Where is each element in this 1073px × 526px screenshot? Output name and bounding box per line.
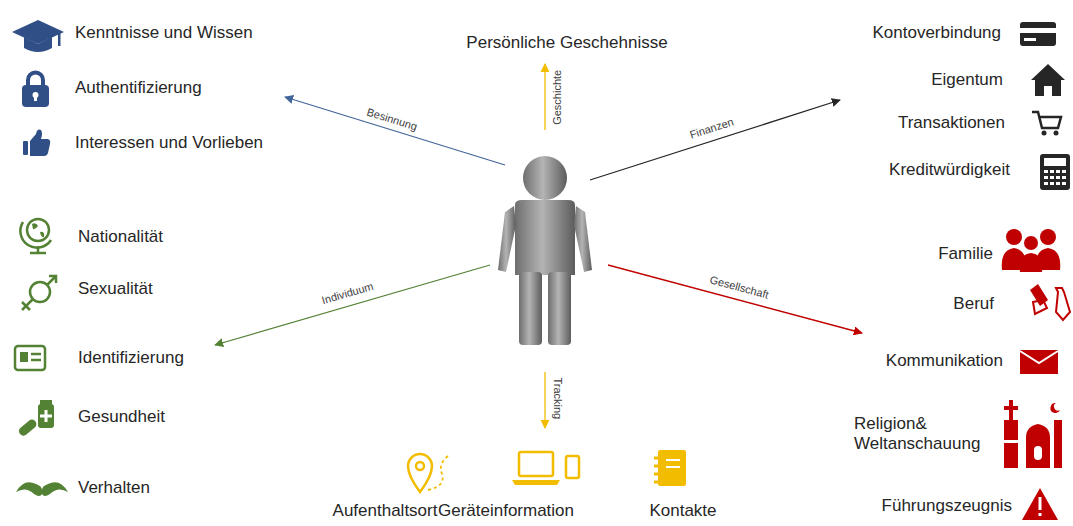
- category-label: Religion& Weltanschauung: [854, 414, 996, 453]
- category-label: Sexualität: [78, 279, 153, 299]
- category-label: Geräteinformation: [438, 501, 574, 521]
- arrows: [215, 64, 862, 428]
- arrow-label: Geschichte: [552, 69, 565, 124]
- arrow-label: Tracking: [552, 377, 565, 419]
- category-label: Familie: [938, 244, 993, 264]
- icons-individuum: [15, 219, 68, 496]
- arrow-label: Individuum: [321, 280, 376, 307]
- category-label: Kontakte: [649, 501, 716, 521]
- category-label: Identifizierung: [78, 348, 184, 368]
- category-label: Eigentum: [931, 70, 1003, 90]
- category-label: Führungszeugnis: [882, 496, 1012, 516]
- category-label: Kreditwürdigkeit: [889, 160, 1010, 180]
- category-label: Transaktionen: [898, 113, 1005, 133]
- person-figure: [498, 156, 592, 345]
- category-label: Interessen und Vorlieben: [75, 133, 263, 153]
- category-label: Persönliche Geschehnisse: [466, 33, 667, 53]
- category-label: Nationalität: [78, 227, 163, 247]
- category-label: Gesundheit: [78, 407, 165, 427]
- category-label: Verhalten: [78, 478, 150, 498]
- category-label: Kontoverbindung: [872, 23, 1001, 43]
- icons-finanzen: [1020, 22, 1070, 190]
- category-label: Beruf: [953, 294, 994, 314]
- category-label: Aufenthaltsort: [333, 501, 438, 521]
- category-label: Kommunikation: [886, 351, 1003, 371]
- icons-tracking: [408, 450, 686, 492]
- arrow-label: Besinnung: [365, 105, 418, 132]
- arrow-label: Gesellschaft: [708, 273, 770, 301]
- category-label: Kenntnisse und Wissen: [75, 23, 253, 43]
- category-label: Authentifizierung: [75, 78, 202, 98]
- icons-gesellschaft: [1000, 229, 1070, 520]
- arrow-label: Finanzen: [689, 115, 736, 141]
- icons-besinnung: [12, 20, 64, 156]
